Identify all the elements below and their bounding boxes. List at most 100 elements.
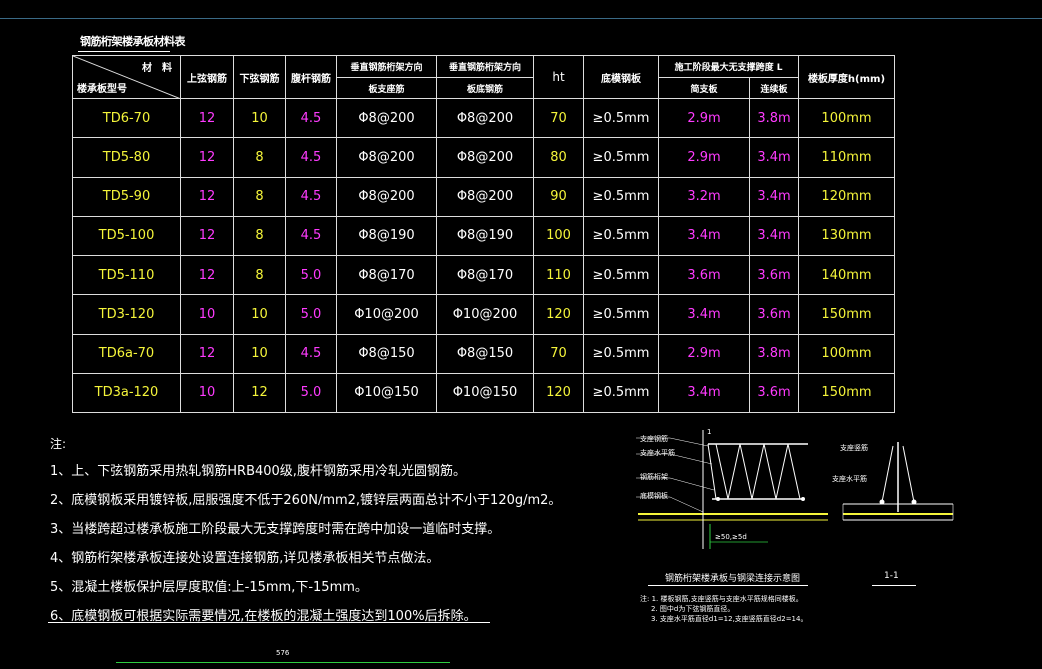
cell-bottom-rebar: Φ8@150: [436, 333, 534, 374]
cell-simple: 2.9m: [658, 137, 750, 178]
cell-bottom: 8: [233, 137, 286, 178]
header-perp-support: 板支座筋: [336, 77, 437, 99]
cell-cont: 3.4m: [749, 137, 799, 178]
cell-plate: ≥0.5mm: [583, 254, 659, 296]
cell-model: TD3-120: [72, 294, 181, 335]
cell-top: 12: [180, 97, 234, 139]
detail-label: 支座钢筋: [640, 435, 668, 443]
cell-bottom: 10: [233, 97, 286, 139]
table-row: TD6a-70 12 10 4.5 Φ8@150 Φ8@150 70 ≥0.5m…: [72, 333, 895, 374]
cell-model: TD6-70: [72, 97, 181, 139]
cell-model: TD5-80: [72, 137, 181, 178]
detail-note: 3. 支座水平筋直径d1=12,支座竖筋直径d2=14。: [651, 615, 808, 623]
cell-simple: 3.6m: [658, 254, 750, 296]
cell-plate: ≥0.5mm: [583, 137, 659, 178]
cell-simple: 2.9m: [658, 333, 750, 374]
note-item: 6、底模钢板可根据实际需要情况,在楼板的混凝土强度达到100%后拆除。: [50, 609, 477, 624]
note-item: 5、混凝土楼板保护层厚度取值:上-15mm,下-15mm。: [50, 580, 368, 595]
cell-ht: 90: [533, 176, 584, 217]
cell-support: Φ8@200: [336, 176, 437, 217]
header-perp-bottom: 板底钢筋: [436, 77, 534, 99]
cell-ht: 80: [533, 137, 584, 178]
cell-plate: ≥0.5mm: [583, 215, 659, 257]
cell-bottom-rebar: Φ8@200: [436, 176, 534, 217]
detail-note: 2. 图中d为下弦钢筋直径。: [651, 605, 735, 613]
table-row: TD5-100 12 8 4.5 Φ8@190 Φ8@190 100 ≥0.5m…: [72, 215, 895, 257]
cell-bottom-rebar: Φ8@170: [436, 254, 534, 296]
section-caption-underline: [872, 585, 916, 586]
cell-support: Φ10@200: [336, 294, 437, 335]
header-ht: ht: [533, 55, 584, 99]
cell-cont: 3.4m: [749, 176, 799, 217]
cell-cont: 3.6m: [749, 372, 799, 414]
cell-simple: 2.9m: [658, 97, 750, 139]
cell-model: TD5-100: [72, 215, 181, 257]
cell-web: 5.0: [285, 372, 337, 414]
cell-plate: ≥0.5mm: [583, 97, 659, 139]
cell-bottom-rebar: Φ8@200: [436, 97, 534, 139]
cell-support: Φ8@150: [336, 333, 437, 374]
cell-simple: 3.2m: [658, 176, 750, 217]
section-mark: 1: [707, 428, 712, 436]
cell-support: Φ8@200: [336, 137, 437, 178]
table-row: TD5-80 12 8 4.5 Φ8@200 Φ8@200 80 ≥0.5mm …: [72, 137, 895, 178]
cell-web: 4.5: [285, 176, 337, 217]
cell-thick: 100mm: [798, 333, 895, 374]
cell-simple: 3.4m: [658, 215, 750, 257]
cell-simple: 3.4m: [658, 294, 750, 335]
header-span-simple: 简支板: [658, 77, 750, 99]
material-table: 材 料 楼承板型号 上弦钢筋 下弦钢筋 腹杆钢筋 垂直钢筋桁架方向 垂直钢筋桁架…: [72, 55, 895, 414]
note-item: 2、底模钢板采用镀锌板,屈服强度不低于260N/mm2,镀锌层两面总计不小于12…: [50, 493, 562, 508]
cell-top: 12: [180, 333, 234, 374]
cell-cont: 3.6m: [749, 294, 799, 335]
section-label: 支座竖筋: [840, 444, 868, 452]
cell-top: 12: [180, 176, 234, 217]
notes-header: 注:: [50, 437, 67, 451]
top-border-line: [0, 18, 1042, 19]
bottom-dimension-text: 576: [276, 649, 290, 657]
note-item: 1、上、下弦钢筋采用热轧钢筋HRB400级,腹杆钢筋采用冷轧光圆钢筋。: [50, 464, 466, 479]
cell-cont: 3.8m: [749, 333, 799, 374]
header-span-cont: 连续板: [749, 77, 799, 99]
section-label: 支座水平筋: [832, 475, 867, 483]
cell-cont: 3.6m: [749, 254, 799, 296]
cell-bottom: 8: [233, 215, 286, 257]
cell-top: 12: [180, 137, 234, 178]
cell-support: Φ8@190: [336, 215, 437, 257]
cell-bottom-rebar: Φ8@200: [436, 137, 534, 178]
cell-model: TD5-90: [72, 176, 181, 217]
cell-bottom-rebar: Φ10@200: [436, 294, 534, 335]
header-perp-group2: 垂直钢筋桁架方向: [436, 55, 534, 78]
cell-support: Φ8@200: [336, 97, 437, 139]
detail-caption: 钢筋桁架楼承板与钢梁连接示意图: [665, 574, 801, 584]
cell-plate: ≥0.5mm: [583, 294, 659, 335]
cell-ht: 120: [533, 372, 584, 414]
detail-dimension: ≥50,≥5d: [715, 533, 747, 541]
header-span-group: 施工阶段最大无支撑跨度 L: [658, 55, 799, 78]
cell-model: TD5-110: [72, 254, 181, 296]
header-web-bar: 腹杆钢筋: [285, 55, 337, 99]
cell-ht: 110: [533, 254, 584, 296]
cell-plate: ≥0.5mm: [583, 372, 659, 414]
notes-block: 注: 1、上、下弦钢筋采用热轧钢筋HRB400级,腹杆钢筋采用冷轧光圆钢筋。 2…: [50, 434, 561, 631]
cell-thick: 110mm: [798, 137, 895, 178]
table-row: TD3a-120 10 12 5.0 Φ10@150 Φ10@150 120 ≥…: [72, 372, 895, 414]
detail-label: 支座水平筋: [640, 449, 675, 457]
cell-web: 4.5: [285, 333, 337, 374]
header-thickness: 楼板厚度h(mm): [798, 55, 895, 99]
table-row: TD6-70 12 10 4.5 Φ8@200 Φ8@200 70 ≥0.5mm…: [72, 97, 895, 139]
section-1-1-drawing: [842, 442, 954, 521]
detail-label: 底模钢板: [640, 492, 668, 500]
table-row: TD5-110 12 8 5.0 Φ8@170 Φ8@170 110 ≥0.5m…: [72, 254, 895, 296]
detail-label: 钢筋桁架: [640, 473, 668, 481]
cell-thick: 150mm: [798, 294, 895, 335]
cell-bottom: 12: [233, 372, 286, 414]
table-row: TD5-90 12 8 4.5 Φ8@200 Φ8@200 90 ≥0.5mm …: [72, 176, 895, 217]
cell-top: 12: [180, 254, 234, 296]
cell-web: 4.5: [285, 97, 337, 139]
cell-simple: 3.4m: [658, 372, 750, 414]
cell-support: Φ10@150: [336, 372, 437, 414]
cell-web: 4.5: [285, 137, 337, 178]
header-top-bar: 上弦钢筋: [180, 55, 234, 99]
header-diagonal: [73, 56, 179, 98]
